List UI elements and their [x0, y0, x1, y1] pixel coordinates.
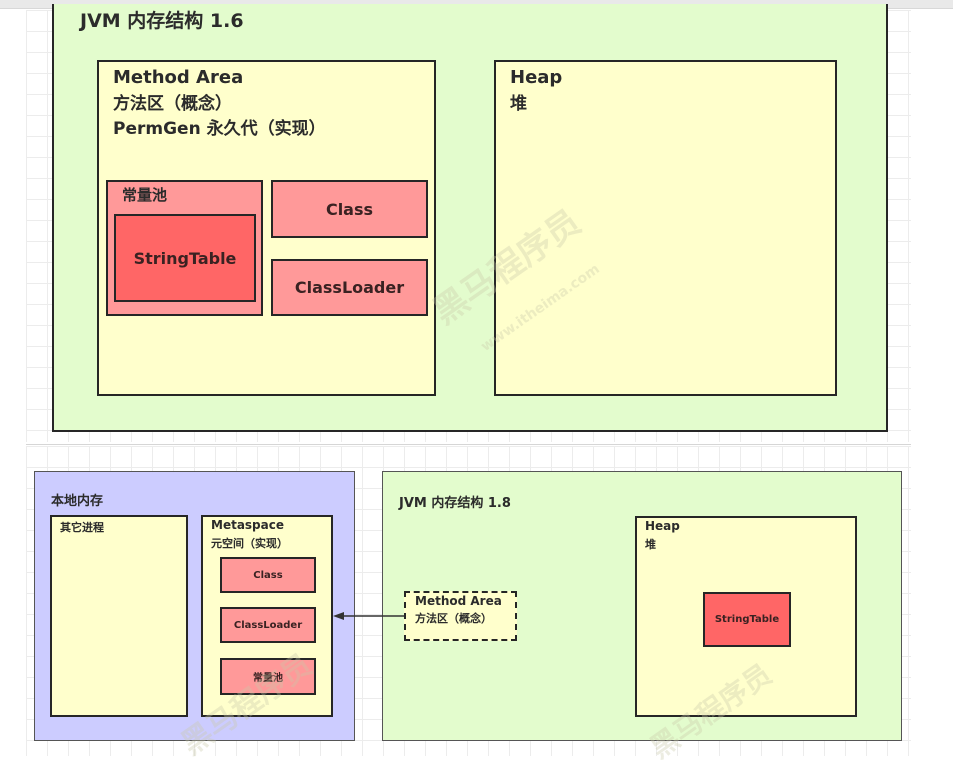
jvm16-container[interactable]: JVM 内存结构 1.6 Method Area 方法区（概念） PermGen…	[52, 4, 888, 432]
native-memory-title: 本地内存	[51, 494, 104, 509]
metaspace-box[interactable]: Metaspace 元空间（实现） Class ClassLoader 常量池	[201, 515, 333, 717]
metaspace-class-label: Class	[253, 569, 283, 581]
metaspace-impl-label: 元空间（实现）	[211, 537, 288, 550]
jvm18-heap-label: Heap	[645, 519, 680, 533]
jvm16-method-area[interactable]: Method Area 方法区（概念） PermGen 永久代（实现） 常量池 …	[97, 60, 436, 396]
metaspace-constant-pool-box[interactable]: 常量池	[220, 658, 316, 695]
classloader-label: ClassLoader	[294, 278, 405, 297]
jvm18-string-table-label: StringTable	[714, 614, 780, 625]
method-area-to-metaspace-arrow	[333, 612, 404, 620]
jvm18-heap[interactable]: Heap 堆 StringTable	[635, 516, 857, 717]
class-label: Class	[325, 199, 374, 219]
heap-label: Heap	[510, 67, 563, 88]
class-box[interactable]: Class	[271, 180, 428, 238]
metaspace-label: Metaspace	[211, 518, 284, 532]
constant-pool-label: 常量池	[122, 186, 168, 204]
native-memory-container[interactable]: 本地内存 其它进程 Metaspace 元空间（实现） Class ClassL…	[34, 471, 355, 741]
method-area-label: Method Area	[113, 67, 244, 88]
jvm16-heap[interactable]: Heap 堆	[494, 60, 837, 396]
other-process-box[interactable]: 其它进程	[50, 515, 188, 717]
string-table-label: StringTable	[133, 248, 237, 268]
jvm16-title: JVM 内存结构 1.6	[80, 10, 244, 32]
permgen-label: PermGen 永久代（实现）	[113, 119, 326, 139]
jvm18-title: JVM 内存结构 1.8	[399, 496, 511, 511]
classloader-box[interactable]: ClassLoader	[271, 259, 428, 316]
constant-pool-box[interactable]: 常量池 StringTable	[106, 180, 263, 316]
arrow-head-icon	[333, 612, 344, 620]
other-process-label: 其它进程	[60, 521, 104, 534]
metaspace-class-box[interactable]: Class	[220, 557, 316, 593]
metaspace-classloader-box[interactable]: ClassLoader	[220, 607, 316, 643]
method-area-concept-label: 方法区（概念）	[113, 94, 232, 114]
jvm18-heap-cn-label: 堆	[645, 538, 656, 551]
jvm18-string-table-box[interactable]: StringTable	[703, 592, 791, 647]
section-divider	[26, 444, 911, 445]
metaspace-classloader-label: ClassLoader	[233, 619, 303, 631]
jvm18-method-area[interactable]: Method Area 方法区（概念）	[404, 591, 517, 641]
jvm18-method-area-label: Method Area	[415, 594, 502, 608]
jvm18-method-area-concept-label: 方法区（概念）	[415, 612, 492, 625]
string-table-box[interactable]: StringTable	[114, 214, 256, 302]
heap-cn-label: 堆	[510, 94, 527, 114]
jvm18-container[interactable]: JVM 内存结构 1.8 Method Area 方法区（概念） Heap 堆 …	[382, 471, 902, 741]
metaspace-constant-pool-label: 常量池	[253, 673, 283, 684]
